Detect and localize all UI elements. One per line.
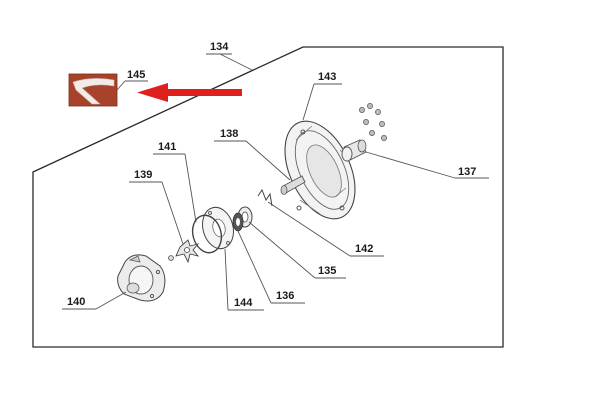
callout-137: 137 xyxy=(458,166,476,178)
leader-142-tail xyxy=(267,201,351,257)
screw-set-icon xyxy=(359,103,387,141)
callout-141: 141 xyxy=(158,141,176,153)
leader-137-tail xyxy=(365,151,456,179)
part-142-clip xyxy=(257,188,273,207)
part-140-pump-housing xyxy=(117,254,166,302)
part-138-shaft xyxy=(280,175,306,195)
part-144-plate xyxy=(202,206,234,250)
callout-143: 143 xyxy=(318,71,336,83)
leader-140-tail xyxy=(95,291,127,310)
assembly-frame xyxy=(32,46,504,348)
callout-145: 145 xyxy=(127,69,145,81)
callout-140: 140 xyxy=(67,296,85,308)
leader-135-tail xyxy=(248,221,316,279)
part-137-hub xyxy=(341,139,367,162)
callout-139: 139 xyxy=(134,169,152,181)
leader-143-tail xyxy=(302,83,315,121)
part-139-impeller xyxy=(168,239,200,264)
leader-139-tail xyxy=(161,181,184,245)
part-136-seal xyxy=(232,212,244,232)
callout-144: 144 xyxy=(234,297,253,309)
leader-145-tail xyxy=(116,80,126,91)
leader-138-tail xyxy=(245,140,291,181)
assembly-label-134: 134 xyxy=(210,41,229,53)
leader-144-tail xyxy=(224,248,229,311)
leader-141-tail xyxy=(184,153,197,223)
leader-136-tail xyxy=(237,230,272,304)
part-141-oring xyxy=(191,214,223,254)
leader-134 xyxy=(219,53,253,71)
red-arrow-icon xyxy=(137,83,242,102)
callout-136: 136 xyxy=(276,290,294,302)
part-145-hose-photo xyxy=(68,73,118,107)
callout-138: 138 xyxy=(220,128,238,140)
callout-142: 142 xyxy=(355,243,373,255)
part-143-housing xyxy=(284,120,356,220)
callout-135: 135 xyxy=(318,265,336,277)
